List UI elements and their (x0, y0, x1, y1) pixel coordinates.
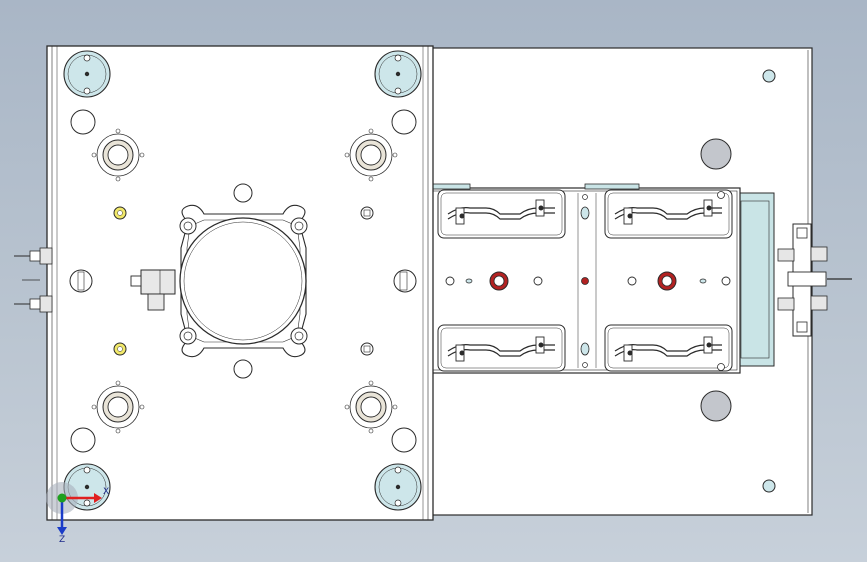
ejector-hole-bottom (233, 359, 253, 379)
counterbore-bolt-bottom-right[interactable] (344, 380, 398, 434)
guide-bushing-top-right[interactable] (374, 50, 422, 98)
guide-bushing-bottom-right[interactable] (374, 463, 422, 511)
counterbore-bolt-top-right[interactable] (344, 128, 398, 182)
triad-x-label: X (103, 487, 109, 497)
clearance-hole (391, 109, 417, 135)
cavity-pocket-bottom-right[interactable] (604, 324, 733, 372)
left-cooling-fittings[interactable] (14, 247, 53, 313)
right-cooling-manifold[interactable] (777, 223, 852, 337)
counterbore-bolt-top-left[interactable] (91, 128, 145, 182)
extension-pin-hole-bottom (762, 479, 776, 493)
side-hole-left (69, 269, 93, 293)
triad-y-axis (57, 493, 67, 503)
ejector-hole-top (233, 183, 253, 203)
side-hole-right (393, 269, 417, 293)
hydraulic-cylinder[interactable] (179, 204, 308, 358)
cylinder-port-fitting[interactable] (130, 269, 176, 311)
counterbore-bolt-bottom-left[interactable] (91, 380, 145, 434)
block-tab-right (584, 183, 640, 190)
cavity-pocket-top-right[interactable] (604, 189, 733, 239)
cavity-pocket-top-left[interactable] (437, 189, 566, 239)
sprue-point[interactable] (581, 277, 589, 285)
extension-bore-top (700, 138, 732, 170)
clearance-hole (70, 427, 96, 453)
clearance-hole (70, 109, 96, 135)
block-tab-left (431, 183, 471, 190)
triad-z-label: Z (59, 535, 65, 545)
cavity-pocket-bottom-left[interactable] (437, 324, 566, 372)
view-orientation-triad[interactable]: X Z (46, 482, 109, 545)
guide-bushing-top-left[interactable] (63, 50, 111, 98)
clearance-hole (391, 427, 417, 453)
extension-bore-bottom (700, 390, 732, 422)
cavity-mount-bracket[interactable] (736, 192, 775, 367)
extension-pin-hole-top (762, 69, 776, 83)
